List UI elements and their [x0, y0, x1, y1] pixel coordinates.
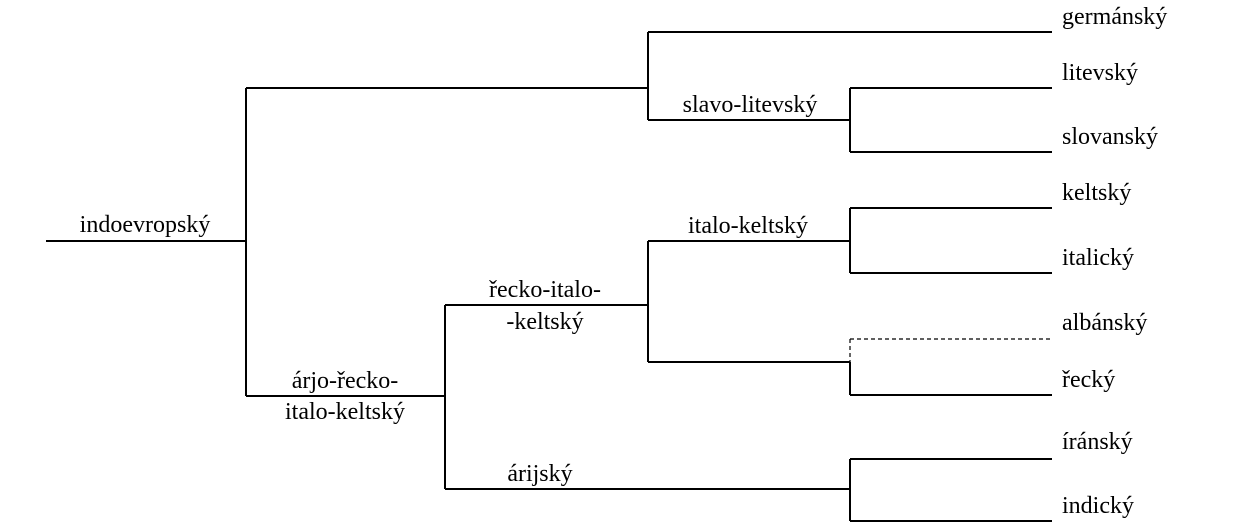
leaf-label-albansky: albánský	[1062, 310, 1147, 336]
leaf-label-keltsky: keltský	[1062, 180, 1131, 206]
node-label-recko-italo-line1: řecko-italo-	[489, 277, 601, 303]
leaf-label-iransky: íránský	[1062, 429, 1133, 455]
leaf-label-italicky: italický	[1062, 245, 1134, 271]
node-label-recko-italo-line2: -keltský	[506, 309, 583, 335]
node-label-arjo-recko-line2: italo-keltský	[285, 399, 405, 425]
node-label-italo-keltsky: italo-keltský	[688, 213, 808, 239]
node-label-slavo-litevsky: slavo-litevský	[683, 92, 818, 118]
leaf-label-germansky: germánský	[1062, 4, 1167, 30]
leaf-label-indicky: indický	[1062, 493, 1134, 519]
node-label-arijsky: árijský	[507, 461, 572, 487]
node-label-arjo-recko-line1: árjo-řecko-	[292, 368, 399, 394]
node-label-indoevropsky: indoevropský	[80, 212, 211, 238]
leaf-label-litevsky: litevský	[1062, 60, 1138, 86]
leaf-label-recky: řecký	[1062, 367, 1115, 393]
leaf-label-slovansky: slovanský	[1062, 124, 1158, 150]
